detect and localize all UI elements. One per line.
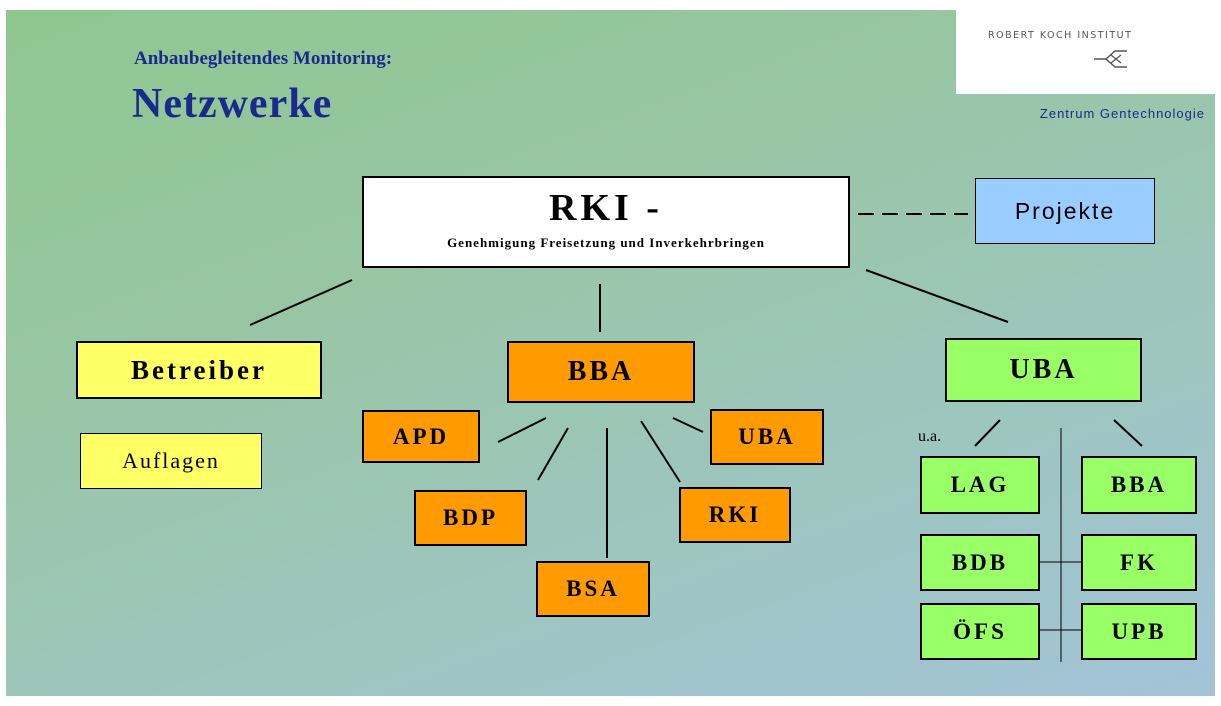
betreiber-box: Betreiber: [76, 341, 322, 399]
uba-note: u.a.: [918, 428, 942, 445]
institute-name: ROBERT KOCH INSTITUT: [988, 30, 1133, 41]
connector-bba-child: [1113, 419, 1143, 447]
connector-uba: [865, 269, 1009, 323]
rki-main-subtitle: Genehmigung Freisetzung und Inverkehrbri…: [447, 235, 765, 250]
upb-box: UPB: [1081, 603, 1197, 660]
connector-lag: [974, 419, 1001, 447]
apd-box: APD: [362, 410, 480, 463]
bba-child-box: BBA: [1081, 456, 1197, 514]
rki-logo-icon: [1093, 48, 1129, 75]
bdb-box: BDB: [920, 534, 1040, 591]
connector-apd: [497, 417, 547, 443]
slide-subtitle: Anbaubegleitendes Monitoring:: [134, 48, 393, 69]
connector-uba-child: [672, 417, 704, 433]
department-name: Zentrum Gentechnologie: [1039, 106, 1205, 121]
rki-main-box: RKI - Genehmigung Freisetzung und Inverk…: [362, 176, 850, 268]
rki-main-title: RKI -: [549, 187, 663, 229]
rki-box: RKI: [679, 487, 791, 543]
connector-rki: [640, 420, 681, 483]
projekte-box: Projekte: [975, 178, 1155, 244]
slide-title: Netzwerke: [132, 81, 333, 127]
bsa-box: BSA: [536, 561, 650, 617]
ofs-box: ÖFS: [920, 603, 1040, 660]
bdp-box: BDP: [414, 490, 527, 546]
connector-bdp: [537, 427, 569, 481]
uba-child-box: UBA: [710, 409, 824, 465]
bba-box: BBA: [507, 341, 695, 403]
auflagen-box: Auflagen: [80, 433, 262, 489]
lag-box: LAG: [920, 456, 1040, 514]
connector-betreiber: [249, 279, 353, 326]
fk-box: FK: [1081, 534, 1197, 591]
logo-panel: [956, 10, 1215, 94]
uba-box: UBA: [945, 338, 1142, 402]
